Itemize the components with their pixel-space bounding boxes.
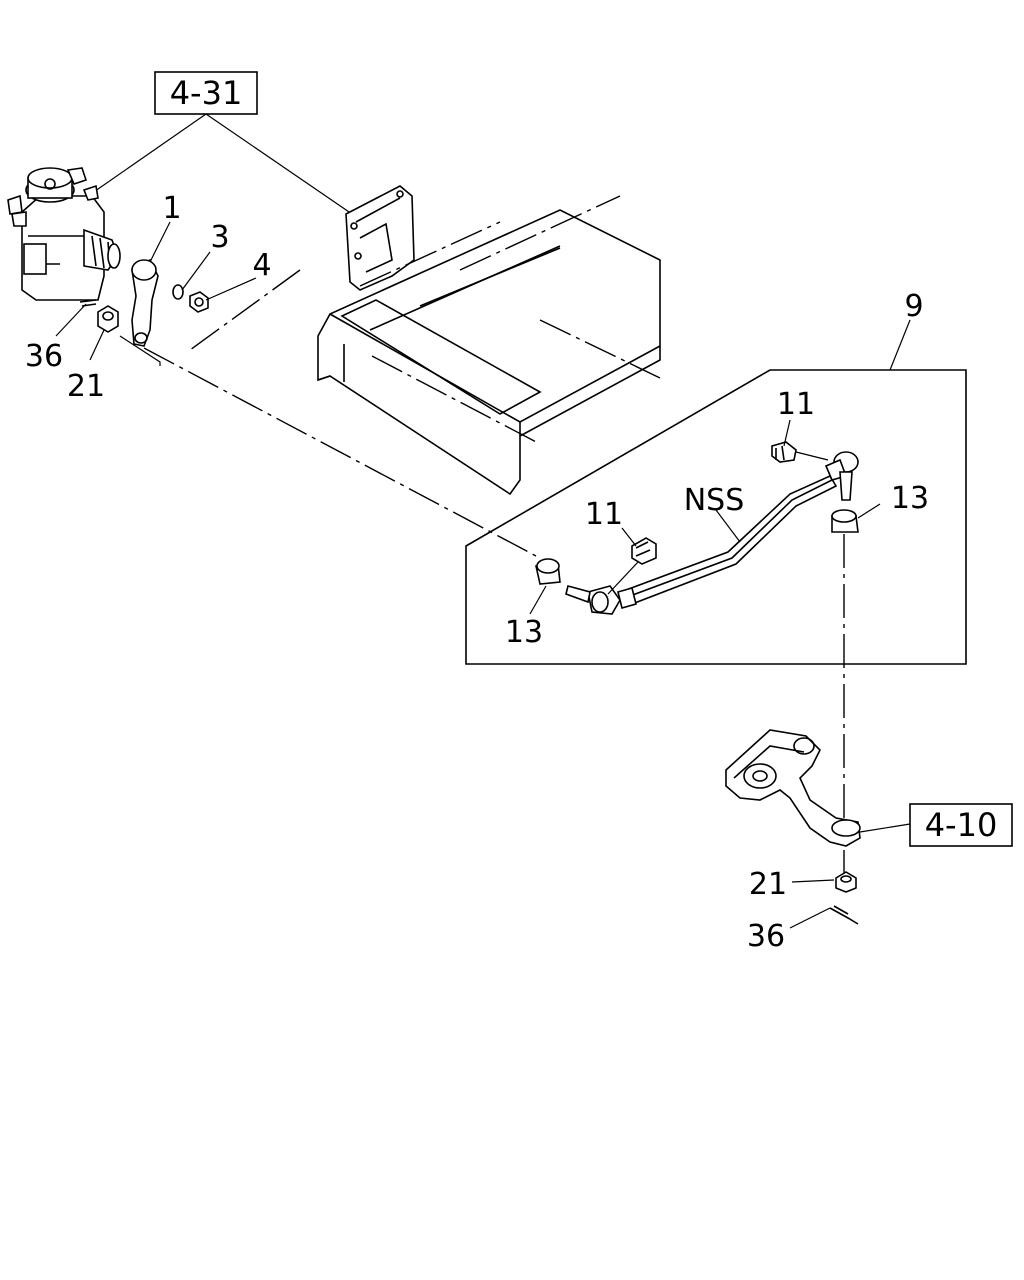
chassis-frame (189, 185, 661, 496)
callout-assembly: 9 (904, 289, 923, 324)
leader-ref-bracket (205, 113, 353, 215)
dust-boot-right (831, 509, 859, 533)
ref-label-steering-gear: 4-31 (170, 74, 243, 112)
leader-ref-gear (87, 113, 207, 197)
nut-top (189, 291, 209, 313)
leader-boot-right (857, 503, 881, 519)
idler-arm (725, 729, 861, 847)
center-line-arm (143, 347, 537, 557)
drag-link-assembly-box (465, 369, 967, 665)
leader-ref-idler (859, 823, 911, 833)
leader-tube (715, 509, 741, 543)
drag-link-tube (624, 474, 838, 606)
callout-fitting-right: 11 (777, 387, 815, 422)
leader-washer (181, 251, 211, 291)
leader-assembly (889, 319, 911, 371)
callout-boot-right: 13 (891, 481, 929, 516)
leader-castle-top (89, 329, 105, 361)
leader-castle-bottom (791, 879, 835, 883)
grease-fitting-right (771, 441, 797, 463)
center-line-fitting-right (795, 451, 829, 461)
callout-tube: NSS (684, 483, 745, 518)
callout-washer: 3 (210, 220, 229, 255)
callout-castle-top: 21 (67, 369, 105, 404)
leader-arm (149, 221, 171, 263)
ref-box-idler-arm[interactable]: 4-10 (909, 803, 1013, 847)
castle-nut-top (97, 305, 119, 333)
callout-boot-left: 13 (505, 615, 543, 650)
leader-fitting-left-link (607, 561, 639, 595)
steering-gear-box (7, 167, 121, 301)
cotter-pin-top (79, 299, 97, 307)
leader-boot-left (529, 585, 547, 615)
frame-edge (119, 335, 161, 366)
castle-nut-bottom (835, 871, 857, 893)
ball-joint-left (565, 585, 637, 615)
callout-fitting-left: 11 (585, 497, 623, 532)
callout-nut-top: 4 (252, 248, 271, 283)
grease-fitting-left (631, 537, 657, 565)
callout-cotter-top: 36 (25, 339, 63, 374)
washer (172, 284, 184, 300)
leader-cotter-top (55, 303, 87, 337)
callout-arm: 1 (162, 191, 181, 226)
ball-joint-right (824, 451, 859, 501)
leader-fitting-left (621, 527, 637, 547)
callout-cotter-bottom: 36 (747, 919, 785, 954)
ref-label-idler-arm: 4-10 (925, 806, 998, 844)
dust-boot-left (535, 558, 561, 585)
leader-cotter-bottom (789, 907, 831, 929)
callout-castle-bottom: 21 (749, 867, 787, 902)
leader-nut-top (205, 277, 257, 301)
leader-fitting-right (783, 419, 791, 447)
pitman-arm (131, 258, 159, 347)
cotter-pin-bottom (829, 905, 859, 925)
ref-box-steering-gear[interactable]: 4-31 (154, 71, 258, 115)
